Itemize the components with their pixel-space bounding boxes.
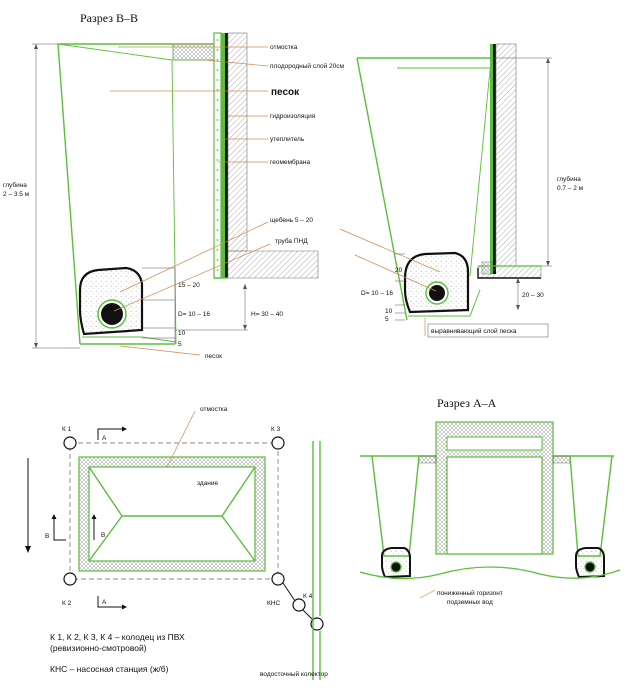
label-hydroisolation: гидроизоляция [270, 113, 316, 120]
groundwater-label-2: подземных вод [447, 599, 493, 606]
right-dim-d: D= 10 – 16 [361, 290, 393, 297]
right-depth-label: глубина [557, 175, 581, 183]
left-dim-15-20: 15 – 20 [178, 282, 200, 289]
left-foundation-wall [227, 32, 248, 252]
slope-arrow [25, 546, 31, 553]
left-depth-label: глубина [3, 181, 27, 189]
plan-otmostka-label: отмостка [200, 406, 228, 413]
right-dim-20-30: 20 – 30 [522, 292, 544, 299]
left-footing [227, 250, 319, 279]
left-dim-h: H= 30 – 40 [251, 311, 283, 318]
plan-building [88, 466, 256, 562]
collector-junction [310, 617, 324, 631]
well-k3 [271, 436, 285, 450]
label-geomembrane: геомембрана [270, 158, 310, 166]
right-foundation-wall [495, 43, 517, 267]
label-otmostka: отмостка [270, 44, 298, 51]
label-sand-bottom: песок [205, 353, 222, 360]
pump-station-kns [271, 572, 285, 586]
plan-drain-ring [69, 442, 279, 580]
label-insulation: утеплитель [270, 136, 305, 143]
right-drain-pipe [429, 285, 445, 301]
legend-line-1: К 1, К 2, К 3, К 4 – колодец из ПВХ [50, 632, 185, 642]
well-k1-label: К 1 [62, 426, 72, 433]
left-insulation [221, 33, 225, 278]
label-soil-layer: плодородный слой 20см [270, 62, 344, 70]
legend-line-2: (ревизионно-смотровой) [50, 643, 147, 653]
section-arrow-a-top: А [102, 435, 107, 442]
section-aa: пониженный горизонт подземных вод [359, 421, 621, 606]
left-hydroisolation [225, 33, 228, 278]
right-section: глубина 0.7 – 2 м 20 D= 10 – 16 10 5 20 … [339, 43, 584, 338]
label-sand: песок [271, 87, 300, 98]
right-depth-value: 0.7 – 2 м [557, 185, 584, 192]
left-dim-d: D= 10 – 16 [178, 311, 210, 318]
left-depth-value: 2 – 3.5 м [3, 191, 30, 198]
kns-label: КНС [267, 600, 280, 607]
section-arrow-b-left: В [45, 533, 49, 540]
well-k3-label: К 3 [271, 426, 281, 433]
left-otmostka [172, 43, 215, 61]
section-arrow-b-right: В [101, 532, 105, 539]
left-dim-5: 5 [178, 341, 182, 348]
collector-label: водосточный колектор [260, 670, 328, 678]
label-pnd-pipe: труба ПНД [275, 237, 308, 245]
aa-building-inner [446, 456, 543, 555]
groundwater-label-1: пониженный горизонт [437, 589, 503, 597]
well-k1 [63, 436, 77, 450]
legend-line-3: КНС – насосная станция (ж/б) [50, 664, 169, 674]
right-dim-10: 10 [385, 308, 393, 315]
section-aa-title: Разрез А–А [437, 396, 497, 410]
site-plan: здание отмостка К 1 К 3 К 2 КНС К 4 водо… [25, 406, 328, 680]
label-leveling-sand: выравнивающий слой песка [431, 327, 517, 335]
well-k4-label: К 4 [303, 593, 313, 600]
left-trench-left-wall [57, 43, 81, 345]
label-gravel: щебень 5 – 20 [270, 216, 313, 224]
well-k2-label: К 2 [62, 600, 72, 607]
section-bb-title: Разрез В–В [80, 11, 138, 25]
right-dim-5: 5 [385, 316, 389, 323]
right-dim-20: 20 [395, 267, 403, 274]
well-k2 [63, 572, 77, 586]
left-drain-pipe [101, 303, 123, 325]
groundwater-line [359, 566, 621, 580]
section-arrow-a-bottom: А [102, 599, 107, 606]
well-k4 [292, 598, 306, 612]
left-dim-10: 10 [178, 330, 186, 337]
left-section: отмостка плодородный слой 20см песок гид… [3, 32, 344, 360]
plan-building-label: здание [197, 480, 218, 487]
